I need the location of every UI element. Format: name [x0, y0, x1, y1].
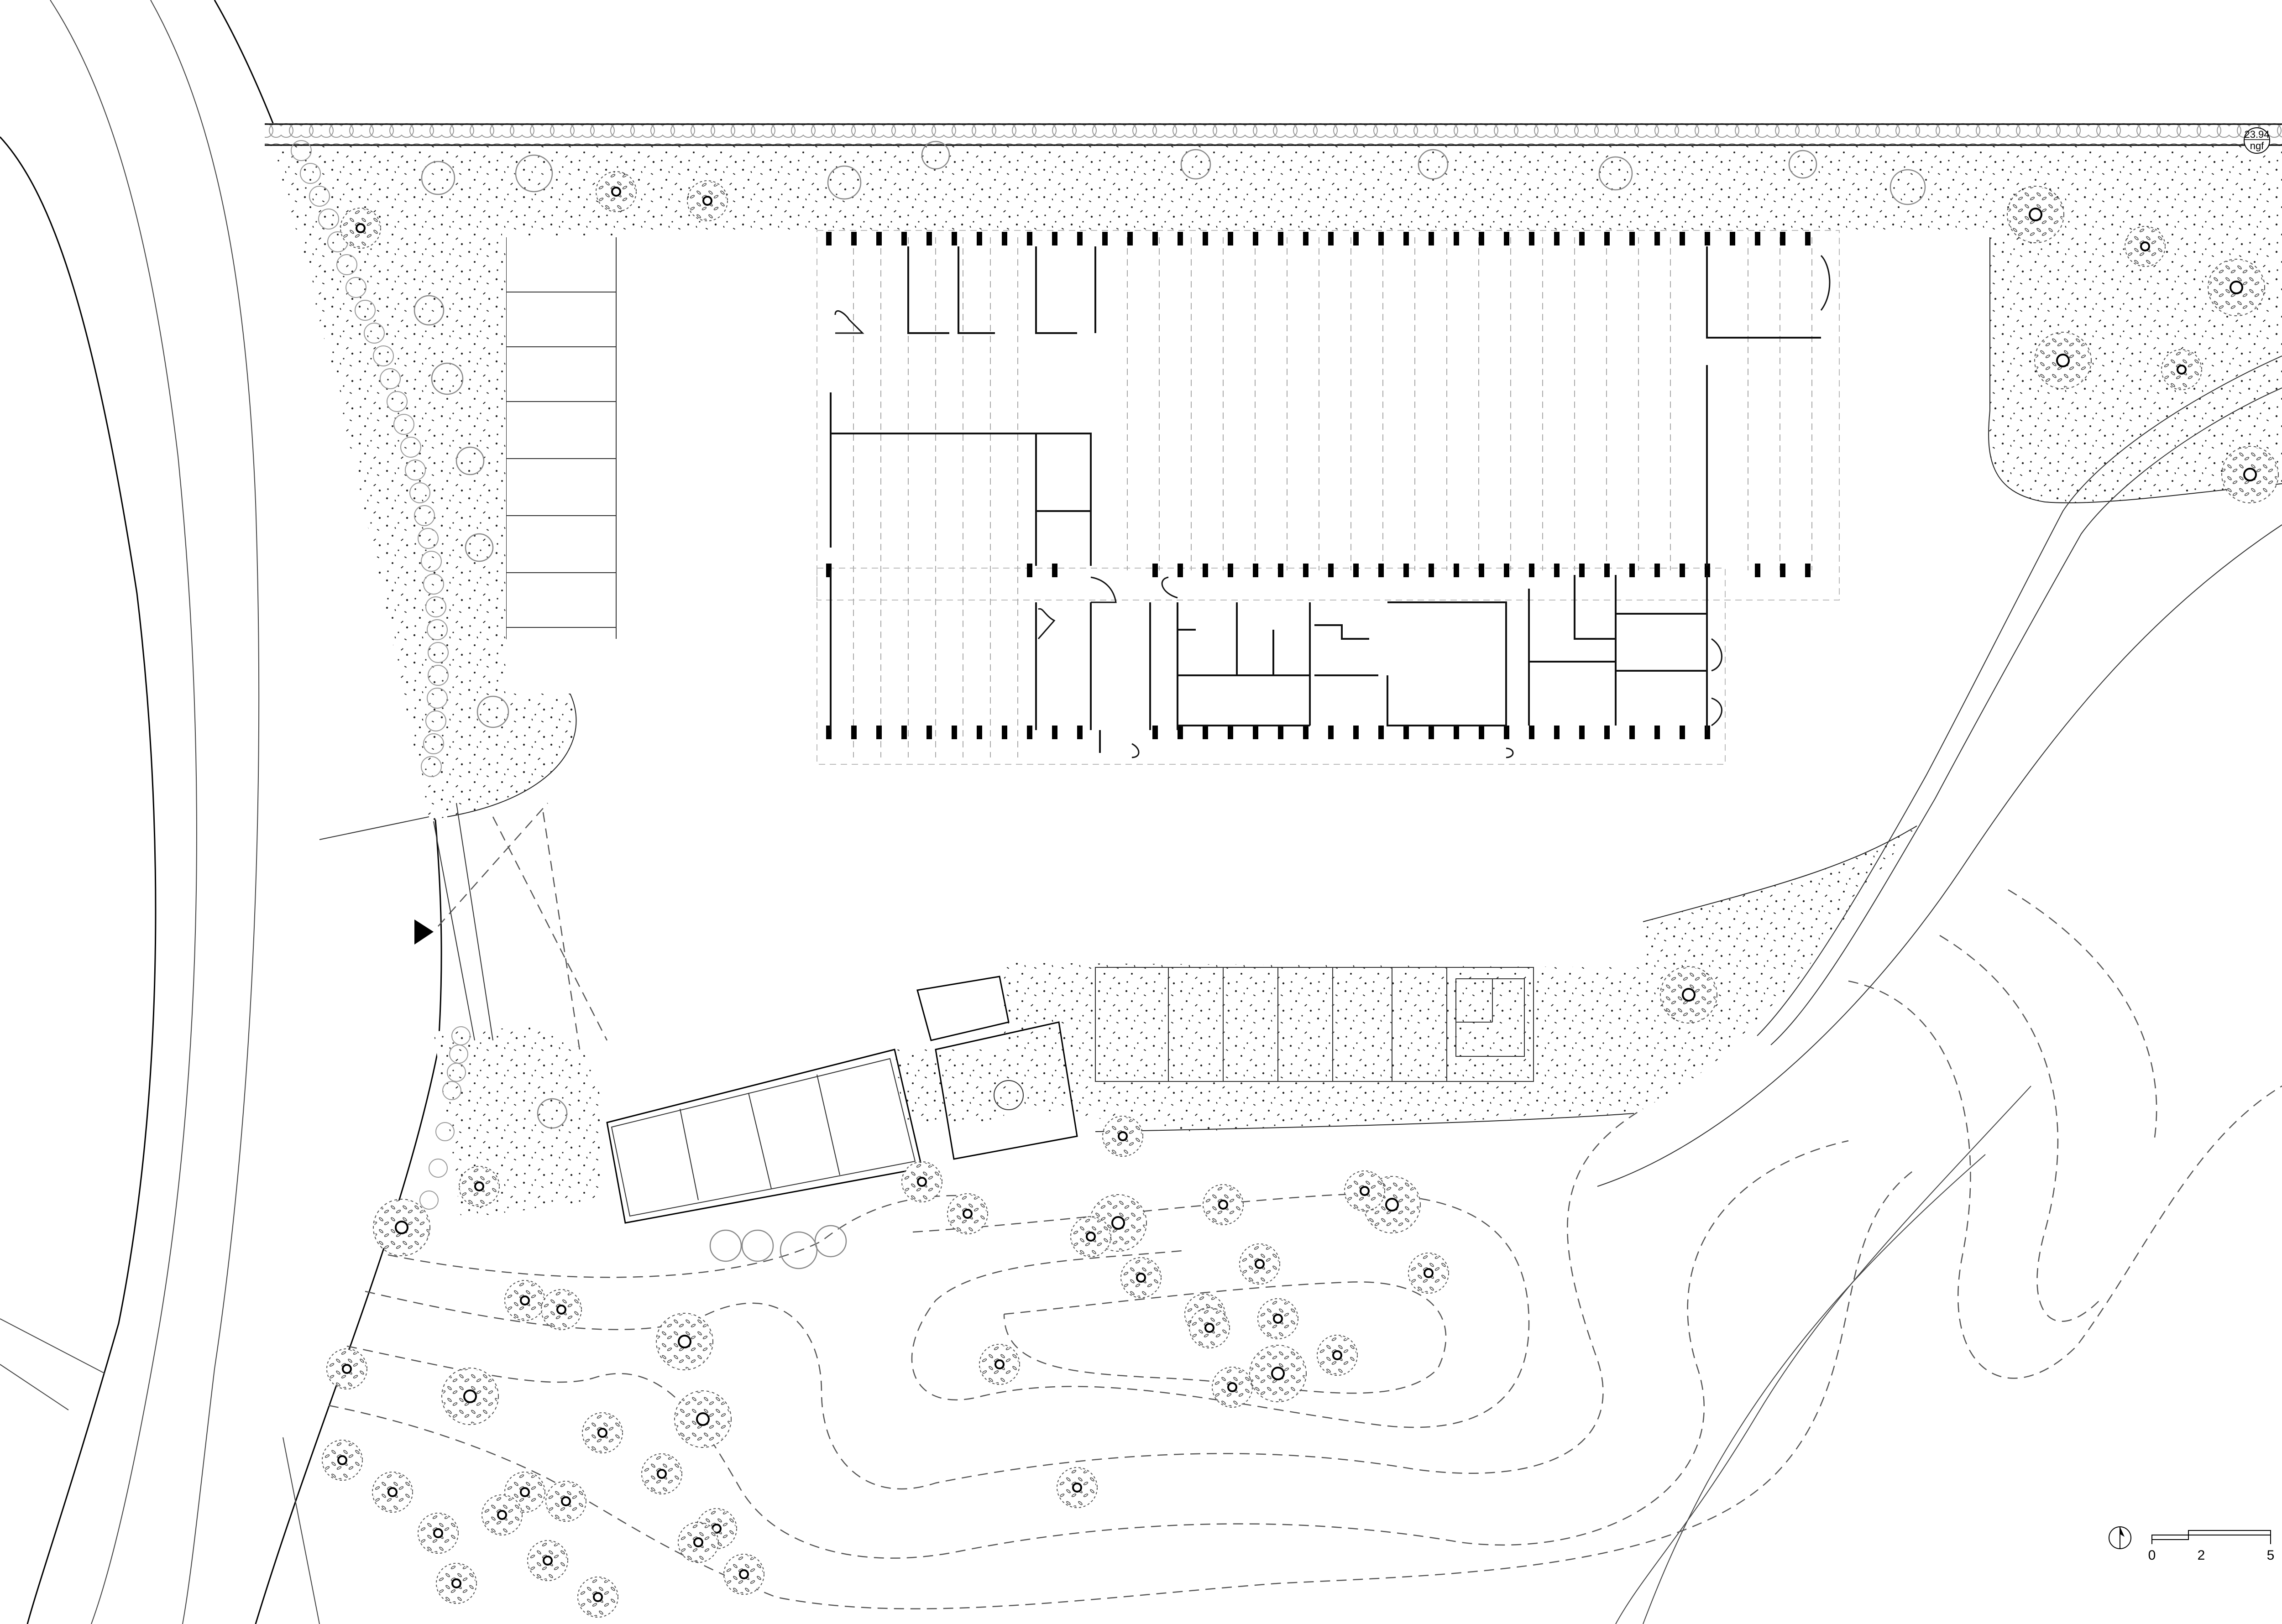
tree-icon — [1120, 1257, 1162, 1299]
tree-icon — [577, 1576, 619, 1618]
tree-icon — [441, 1367, 499, 1426]
tree-icon — [947, 1193, 989, 1235]
tree-icon — [1188, 1307, 1230, 1349]
tree-icon — [435, 1562, 477, 1604]
tree-icon — [901, 1161, 943, 1203]
tree-icon — [527, 1540, 569, 1582]
south-buildings — [606, 967, 1534, 1224]
tree-icon — [321, 1439, 363, 1481]
tree-icon — [1202, 1184, 1244, 1226]
tree-icon — [979, 1343, 1021, 1385]
tree-icon — [372, 1471, 413, 1513]
tree-icon — [2034, 331, 2092, 390]
scale-tick-2: 2 — [2198, 1548, 2205, 1563]
tree-icon — [1070, 1216, 1112, 1258]
scale-tick-0: 0 — [2148, 1548, 2156, 1563]
parking-west — [507, 237, 617, 694]
tree-icon — [686, 180, 728, 222]
tree-icon — [1056, 1467, 1098, 1509]
tree-icon — [372, 1198, 431, 1257]
scale-bar: 0 2 5 — [2148, 1530, 2275, 1563]
tree-icon — [1408, 1252, 1450, 1294]
entrance-triangle-icon — [414, 919, 434, 945]
west-hedge-circles — [291, 140, 471, 1242]
tree-icon — [458, 1165, 500, 1207]
tree-icon — [2221, 445, 2279, 504]
tree-icon — [1211, 1366, 1253, 1408]
stream — [1597, 355, 2282, 1624]
tree-icon — [677, 1521, 719, 1563]
tree-icon — [2161, 349, 2203, 391]
column-row-middle — [826, 564, 1811, 577]
tree-icon — [655, 1312, 714, 1371]
column-row-south — [826, 726, 1710, 739]
main-building — [816, 230, 1840, 765]
tree-icon — [340, 207, 382, 249]
tree-icon — [1659, 966, 1718, 1024]
contour-lines — [328, 889, 2282, 1609]
tree-icon — [2207, 258, 2266, 317]
tree-icon — [2006, 185, 2065, 244]
tree-icon — [1257, 1298, 1299, 1340]
column-row-north — [826, 232, 1811, 245]
tree-icon — [540, 1289, 582, 1331]
tree-icon — [2124, 225, 2166, 267]
tree-icon — [326, 1348, 368, 1390]
access-paths — [319, 803, 608, 1050]
doors — [834, 255, 1831, 758]
north-arrow-icon — [2109, 1526, 2131, 1549]
tree-icon — [581, 1412, 623, 1454]
tree-icon — [674, 1390, 732, 1448]
scale-tick-5: 5 — [2267, 1548, 2275, 1563]
interior-walls — [830, 246, 1821, 753]
tree-icon — [417, 1512, 459, 1554]
tree-icon — [595, 171, 637, 213]
elevation-marker: 23.94 ngf — [2244, 127, 2270, 154]
tree-icon — [723, 1553, 765, 1595]
tree-icon — [1344, 1170, 1386, 1212]
tree-icon — [504, 1279, 546, 1321]
elevation-unit: ngf — [2250, 140, 2264, 151]
tree-icon — [1316, 1334, 1358, 1376]
tree-icon — [545, 1480, 587, 1522]
tree-icon — [1239, 1243, 1281, 1285]
tree-icon — [1249, 1344, 1307, 1403]
north-hedge — [265, 123, 2282, 146]
structural-grid — [853, 237, 1812, 757]
elevation-value: 23.94 — [2244, 129, 2269, 140]
tree-icon — [481, 1494, 523, 1536]
shrubs — [413, 141, 1926, 1269]
tree-icon — [1102, 1115, 1144, 1157]
tree-icon — [641, 1453, 683, 1495]
